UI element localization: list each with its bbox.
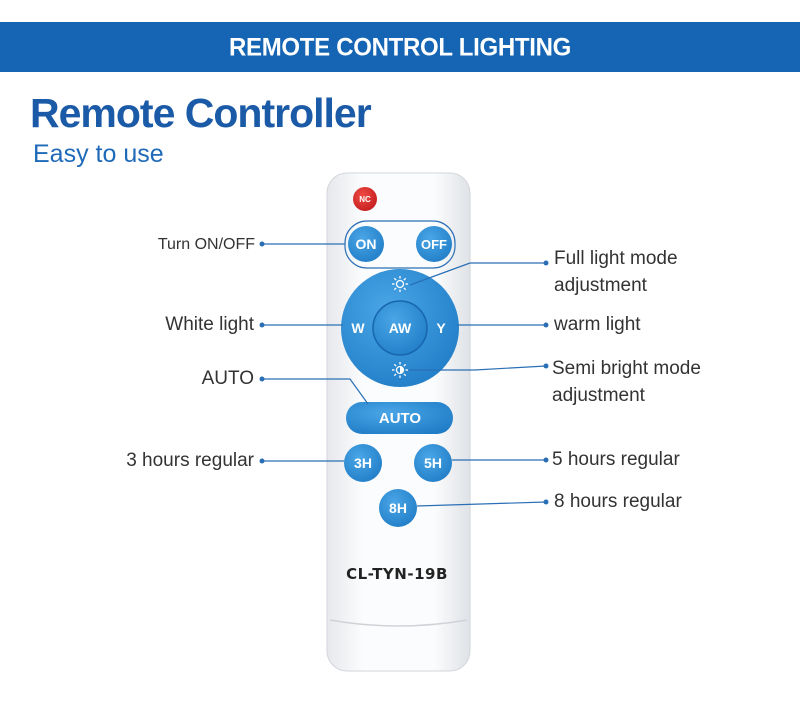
8h-callout-dot — [543, 499, 549, 505]
warm-light-callout-dot — [543, 322, 549, 328]
semi-bright-label-line1: Semi bright mode — [552, 358, 701, 379]
8h-button[interactable]: 8H — [379, 489, 417, 527]
semi-bright-label-line2: adjustment — [552, 385, 645, 406]
full-light-label-line2: adjustment — [554, 275, 647, 296]
remote-bottom-groove — [329, 619, 468, 627]
nc-button-label: NC — [359, 195, 371, 204]
off-button-label: OFF — [421, 237, 447, 252]
mode-dial[interactable] — [341, 269, 459, 387]
full-light-label-line1: Full light mode — [554, 248, 678, 269]
5h-button[interactable]: 5H — [414, 444, 452, 482]
nc-button[interactable]: NC — [353, 187, 377, 211]
banner-title: REMOTE CONTROL LIGHTING — [229, 33, 571, 62]
turn-on-off-callout-dot — [259, 241, 265, 247]
8-hours-label: 8 hours regular — [554, 491, 682, 512]
full-light-callout-dot — [543, 260, 549, 266]
full-light-sun-icon[interactable] — [392, 276, 408, 292]
semi-bright-sun-icon[interactable] — [392, 362, 408, 378]
off-button[interactable]: OFF — [416, 226, 452, 262]
8h-button-label: 8H — [389, 500, 407, 516]
5-hours-label: 5 hours regular — [552, 449, 680, 470]
header-banner: REMOTE CONTROL LIGHTING — [0, 22, 800, 72]
y-button-label[interactable]: Y — [436, 320, 446, 336]
on-button[interactable]: ON — [348, 226, 384, 262]
full-light-callout-line — [409, 262, 546, 286]
5h-button-label: 5H — [424, 455, 442, 471]
5h-callout-dot — [543, 457, 549, 463]
auto-button[interactable]: AUTO — [346, 402, 453, 434]
white-light-callout-dot — [259, 322, 265, 328]
8h-callout-line — [416, 501, 547, 507]
page-subtitle: Easy to use — [33, 140, 164, 168]
on-button-label: ON — [356, 236, 377, 252]
model-number: CL-TYN-19B — [346, 565, 448, 583]
auto-label: AUTO — [201, 368, 254, 389]
aw-button-label[interactable]: AW — [389, 320, 412, 336]
3h-button-label: 3H — [354, 455, 372, 471]
3h-callout-dot — [259, 458, 265, 464]
3h-button[interactable]: 3H — [344, 444, 382, 482]
auto-callout-dot — [259, 376, 265, 382]
3-hours-label: 3 hours regular — [126, 450, 254, 471]
semi-bright-callout-dot — [543, 363, 549, 369]
page-title: Remote Controller — [30, 90, 372, 136]
turn-on-off-label: Turn ON/OFF — [157, 236, 255, 253]
w-button-label[interactable]: W — [351, 320, 365, 336]
white-light-label: White light — [165, 314, 254, 335]
auto-callout-line — [262, 378, 369, 405]
auto-button-label: AUTO — [379, 410, 422, 427]
warm-light-label: warm light — [554, 314, 641, 335]
semi-bright-callout-line — [409, 365, 547, 371]
